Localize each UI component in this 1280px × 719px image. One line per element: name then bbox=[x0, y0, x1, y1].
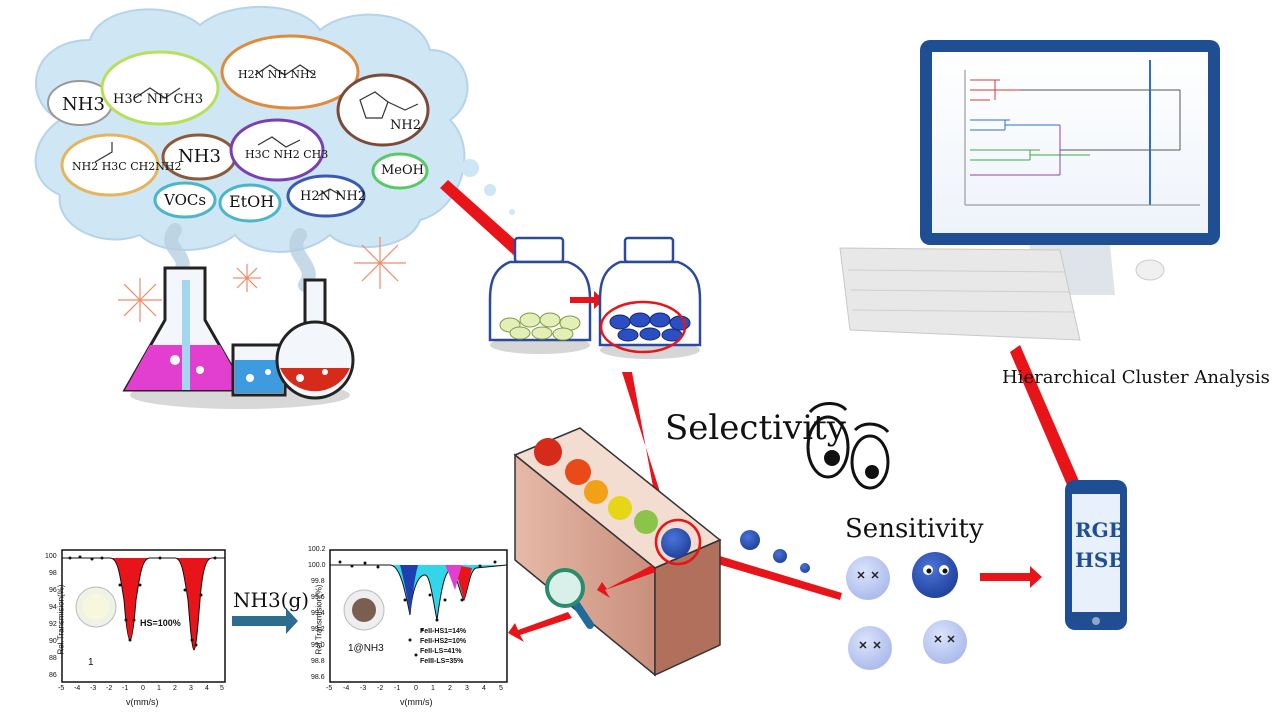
left-xtick: 4 bbox=[205, 685, 209, 692]
left-plot-xlabel: v(mm/s) bbox=[126, 697, 159, 707]
right-ytick: 100.0 bbox=[308, 562, 326, 569]
legend-entry: FeII-HS1=14% bbox=[420, 628, 467, 635]
left-ytick: 100 bbox=[45, 553, 57, 560]
molecule-triamine: H2N NH NH2 bbox=[238, 68, 317, 81]
left-ytick: 90 bbox=[49, 638, 57, 645]
eyes-icon bbox=[806, 402, 890, 490]
right-xtick: 1 bbox=[431, 685, 435, 692]
right-ytick: 98.6 bbox=[311, 674, 325, 681]
sensor-array-box bbox=[513, 427, 722, 677]
bottle-before bbox=[488, 236, 592, 354]
molecule-furfurylamine: NH2 bbox=[390, 118, 421, 133]
left-plot-legend: HS=100% bbox=[140, 618, 181, 628]
right-xtick: -5 bbox=[326, 685, 333, 692]
left-xtick: 2 bbox=[173, 685, 177, 692]
legend-entry: FeIII-LS=35% bbox=[420, 658, 464, 665]
right-ytick: 99.6 bbox=[311, 594, 325, 601]
right-plot-xlabel: v(mm/s) bbox=[400, 697, 433, 707]
bottle-after bbox=[598, 236, 702, 359]
phone-label-hsb: HSB bbox=[1075, 548, 1126, 572]
firework-decorations bbox=[118, 237, 406, 322]
mossbauer-plot-left bbox=[61, 549, 226, 683]
left-xtick: 1 bbox=[157, 685, 161, 692]
right-ytick: 98.8 bbox=[311, 658, 325, 665]
right-ytick: 99.4 bbox=[311, 610, 325, 617]
molecule-ethylenediamine: H2N NH2 bbox=[300, 189, 367, 204]
sensitivity-label: Sensitivity bbox=[845, 514, 984, 544]
right-ytick: 99.2 bbox=[311, 626, 325, 633]
molecule-nh3-mid: NH3 bbox=[178, 146, 221, 167]
legend-entry: FeII-LS=41% bbox=[420, 648, 462, 655]
molecule-meoh: MeOH bbox=[381, 163, 424, 178]
magnifier-arrow-2 bbox=[508, 612, 572, 642]
molecule-etoh: EtOH bbox=[229, 192, 275, 211]
sensor-characters bbox=[846, 552, 967, 670]
right-xtick: -2 bbox=[377, 685, 384, 692]
legend-entry: FeII-HS2=10% bbox=[420, 638, 467, 645]
right-xtick: -4 bbox=[343, 685, 350, 692]
right-xtick: 0 bbox=[414, 685, 418, 692]
left-ytick: 86 bbox=[49, 672, 57, 679]
left-ytick: 98 bbox=[49, 570, 57, 577]
sensitivity-arrow bbox=[980, 566, 1042, 588]
molecule-clouds bbox=[47, 34, 430, 223]
left-ytick: 96 bbox=[49, 587, 57, 594]
mossbauer-plot-right bbox=[329, 549, 508, 683]
molecule-vocs: VOCs bbox=[164, 191, 207, 209]
left-xtick: -4 bbox=[74, 685, 81, 692]
nh3-gas-label: NH3(g) bbox=[233, 588, 310, 612]
left-ytick: 92 bbox=[49, 621, 57, 628]
phone-label-rgb: RGB bbox=[1075, 518, 1126, 542]
selectivity-label: Selectivity bbox=[665, 408, 846, 448]
right-ytick: 100.2 bbox=[308, 546, 326, 553]
molecule-diethylamine: H3C NH CH3 bbox=[113, 92, 204, 107]
molecule-nh3-top: NH3 bbox=[62, 94, 105, 115]
molecule-isobutylamine: H3C NH2 CH3 bbox=[245, 148, 329, 161]
computer-monitor bbox=[839, 40, 1220, 341]
left-ytick: 88 bbox=[49, 655, 57, 662]
right-xtick: 5 bbox=[499, 685, 503, 692]
left-xtick: -5 bbox=[58, 685, 65, 692]
left-xtick: -1 bbox=[122, 685, 129, 692]
right-xtick: -1 bbox=[394, 685, 401, 692]
magnifier-arrow-1 bbox=[597, 565, 656, 598]
right-xtick: 3 bbox=[465, 685, 469, 692]
right-ytick: 99.8 bbox=[311, 578, 325, 585]
right-ytick: 99.0 bbox=[311, 642, 325, 649]
smartphone bbox=[1065, 480, 1127, 630]
right-plot-sample: 1@NH3 bbox=[348, 643, 384, 654]
left-xtick: -2 bbox=[106, 685, 113, 692]
magnifier-icon bbox=[545, 568, 594, 629]
hca-label: Hierarchical Cluster Analysis bbox=[1002, 367, 1270, 388]
left-xtick: 5 bbox=[220, 685, 224, 692]
left-xtick: -3 bbox=[90, 685, 97, 692]
right-xtick: -3 bbox=[360, 685, 367, 692]
left-xtick: 0 bbox=[141, 685, 145, 692]
right-xtick: 2 bbox=[448, 685, 452, 692]
right-xtick: 4 bbox=[482, 685, 486, 692]
nh3-gas-arrow bbox=[232, 608, 298, 634]
left-xtick: 3 bbox=[189, 685, 193, 692]
bubbles bbox=[461, 159, 515, 215]
left-plot-sample: 1 bbox=[88, 657, 94, 668]
dendrogram-chart bbox=[964, 60, 1200, 206]
lab-glassware bbox=[122, 266, 355, 409]
bottle-arrow bbox=[570, 291, 604, 309]
molecule-diaminopropane: NH2 H3C CH2NH2 bbox=[72, 160, 182, 173]
left-ytick: 94 bbox=[49, 604, 57, 611]
left-plot-ylabel: Rel.Transmision(%) bbox=[56, 584, 66, 655]
